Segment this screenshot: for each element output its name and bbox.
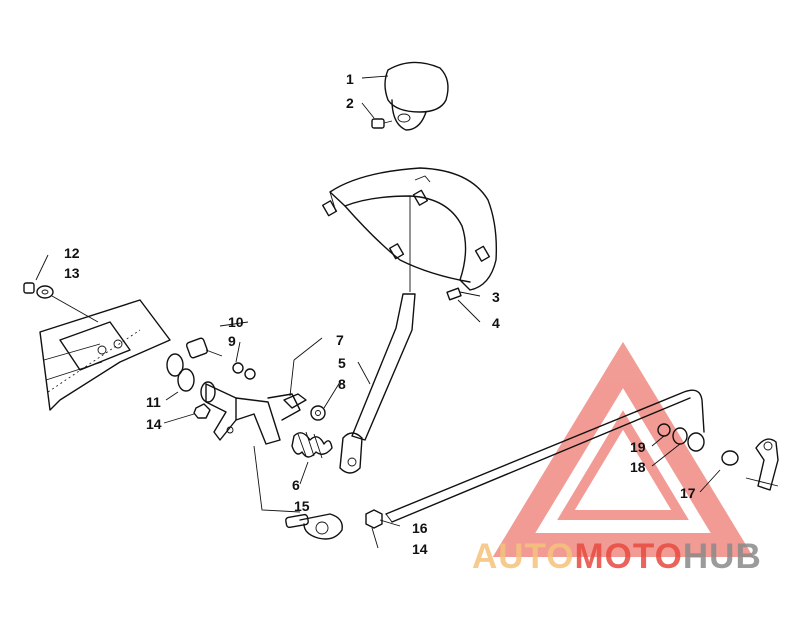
o-rings-11	[166, 353, 195, 392]
callout-11: 11	[146, 394, 161, 410]
shift-rod-16	[385, 389, 705, 523]
watermark-part-3: HUB	[683, 537, 762, 576]
shift-arm-17	[745, 438, 779, 491]
callout-2: 2	[346, 95, 354, 111]
watermark-logo	[492, 341, 754, 557]
watermark-part-1: AUTO	[472, 537, 575, 576]
leader-lines	[35, 75, 721, 549]
callout-1: 1	[346, 71, 354, 87]
nut-14-bottom	[365, 509, 383, 529]
callout-12: 12	[64, 245, 80, 261]
callouts: 1 2 3 4 7 5 8 10 9 11 14 12 13 6 15 16 1…	[64, 71, 696, 557]
link-plate-7	[283, 393, 307, 409]
callout-3: 3	[492, 289, 500, 305]
callout-4: 4	[492, 315, 500, 331]
shifter-shaft	[200, 381, 301, 445]
nut-14-left	[193, 403, 211, 419]
callout-6: 6	[292, 477, 300, 493]
spring-6	[291, 431, 333, 459]
callout-9: 9	[228, 333, 236, 349]
callout-15: 15	[294, 498, 310, 514]
knob-screw	[371, 118, 393, 129]
callout-10: 10	[228, 314, 244, 330]
callout-13: 13	[64, 265, 80, 281]
callout-7: 7	[336, 332, 344, 348]
callout-16: 16	[412, 520, 428, 536]
washer-13	[36, 285, 54, 299]
pivot-bolt-10	[185, 337, 223, 359]
rod-end-15	[285, 513, 343, 540]
watermark-text: AUTOMOTOHUB	[472, 537, 762, 576]
callout-8: 8	[338, 376, 346, 392]
svg-text:AUTOMOTOHUB: AUTOMOTOHUB	[472, 537, 762, 576]
nut-8	[310, 405, 326, 421]
callout-19: 19	[630, 439, 646, 455]
callout-14-left: 14	[146, 416, 162, 432]
frame-bracket	[39, 299, 171, 411]
callout-17: 17	[680, 485, 696, 501]
bolt-12	[23, 282, 35, 294]
callout-18: 18	[630, 459, 646, 475]
shift-knob	[384, 61, 449, 131]
shift-bezel	[321, 167, 498, 301]
washer-9	[232, 362, 256, 380]
callout-5: 5	[338, 355, 346, 371]
callout-14-bottom: 14	[412, 541, 428, 557]
shift-lever	[339, 196, 416, 474]
watermark-part-2: MOTO	[575, 537, 683, 576]
